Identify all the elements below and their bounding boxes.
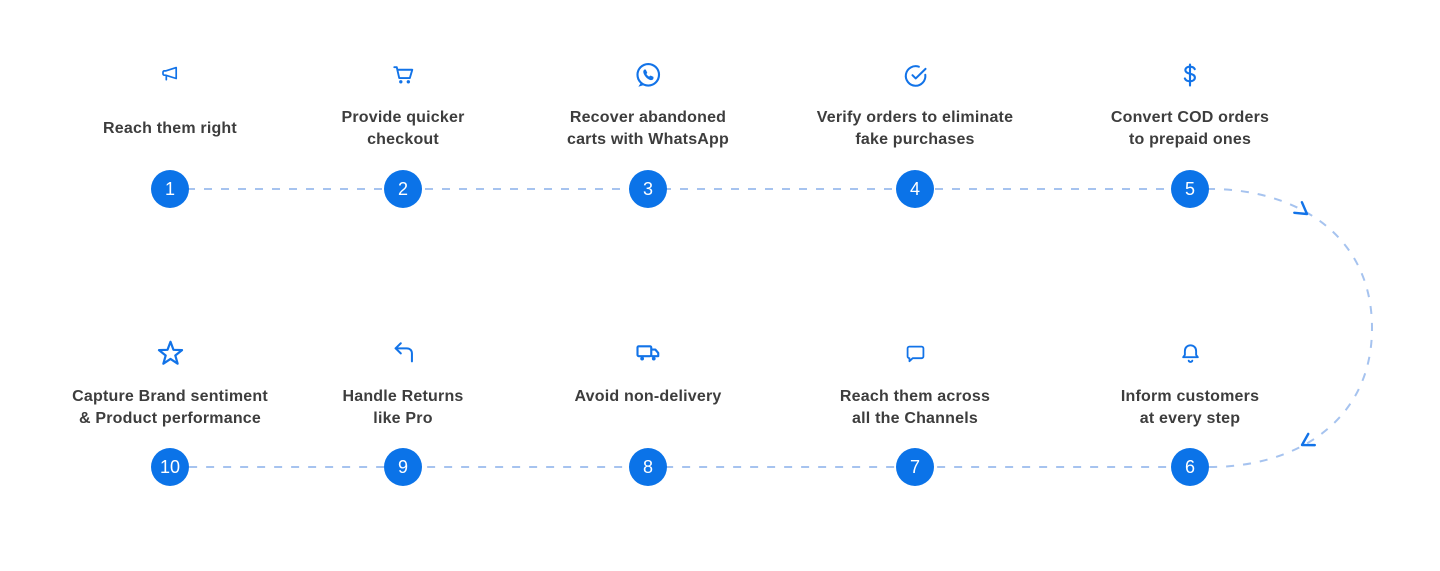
step-number: 8	[642, 456, 653, 477]
step-number: 7	[909, 456, 920, 477]
step-label-line: Recover abandoned	[569, 109, 727, 126]
step-label-line: Capture Brand sentiment	[72, 388, 268, 405]
step-label: Verify orders to eliminate fake purchases	[765, 107, 1065, 151]
step-label-line: to prepaid ones	[1128, 131, 1252, 148]
arrow-down-icon	[1293, 201, 1309, 216]
step-label: Inform customers at every step	[1040, 386, 1340, 430]
step-number-badge: 3	[629, 170, 667, 208]
step-number: 2	[397, 178, 408, 199]
step-label-line: Reach them across	[839, 388, 991, 405]
step-label-line: Reach them right	[103, 120, 237, 137]
bell-icon	[1173, 336, 1207, 370]
step-label: Reach them right	[20, 107, 320, 151]
step-label-line: carts with WhatsApp	[566, 131, 730, 148]
arrow-left-icon	[1300, 432, 1316, 447]
step-number: 6	[1184, 456, 1195, 477]
step-label-line: at every step	[1139, 410, 1241, 427]
step-label: Recover abandoned carts with WhatsApp	[498, 107, 798, 151]
step-number-badge: 1	[151, 170, 189, 208]
step-label: Avoid non-delivery	[498, 386, 798, 430]
step-label-line: Convert COD orders	[1110, 109, 1270, 126]
step-number-badge: 2	[384, 170, 422, 208]
step-number-badge: 8	[629, 448, 667, 486]
step-number: 4	[909, 178, 920, 199]
step-label: Capture Brand sentiment & Product perform…	[20, 386, 320, 430]
step-label-line: & Product performance	[78, 410, 261, 427]
megaphone-icon	[153, 58, 187, 92]
chat-icon	[898, 336, 932, 370]
step-number: 10	[159, 456, 181, 477]
step-number: 9	[397, 456, 408, 477]
step-label: Convert COD orders to prepaid ones	[1040, 107, 1340, 151]
truck-icon	[631, 336, 665, 370]
step-label: Handle Returns like Pro	[253, 386, 553, 430]
step-label-line: Avoid non-delivery	[574, 388, 722, 405]
star-icon	[153, 336, 187, 370]
check-circle-icon	[898, 58, 932, 92]
cart-icon	[386, 58, 420, 92]
step-label-line: Inform customers	[1120, 388, 1260, 405]
step-number-badge: 10	[151, 448, 189, 486]
step-label-line: checkout	[367, 131, 439, 148]
return-icon	[386, 336, 420, 370]
step-label-line: all the Channels	[852, 410, 978, 427]
step-number: 1	[164, 178, 175, 199]
step-label-line: Provide quicker	[341, 109, 465, 126]
step-label-line: Handle Returns	[342, 388, 464, 405]
whatsapp-icon	[631, 58, 665, 92]
step-number: 5	[1184, 178, 1195, 199]
step-number-badge: 6	[1171, 448, 1209, 486]
step-number-badge: 9	[384, 448, 422, 486]
step-label-line: Verify orders to eliminate	[816, 109, 1014, 126]
step-label-line: fake purchases	[855, 131, 975, 148]
step-label: Provide quicker checkout	[253, 107, 553, 151]
step-label-line: like Pro	[373, 410, 433, 427]
step-number-badge: 5	[1171, 170, 1209, 208]
step-label: Reach them across all the Channels	[765, 386, 1065, 430]
step-number-badge: 4	[896, 170, 934, 208]
step-number: 3	[642, 178, 653, 199]
step-number-badge: 7	[896, 448, 934, 486]
dollar-icon	[1173, 58, 1207, 92]
